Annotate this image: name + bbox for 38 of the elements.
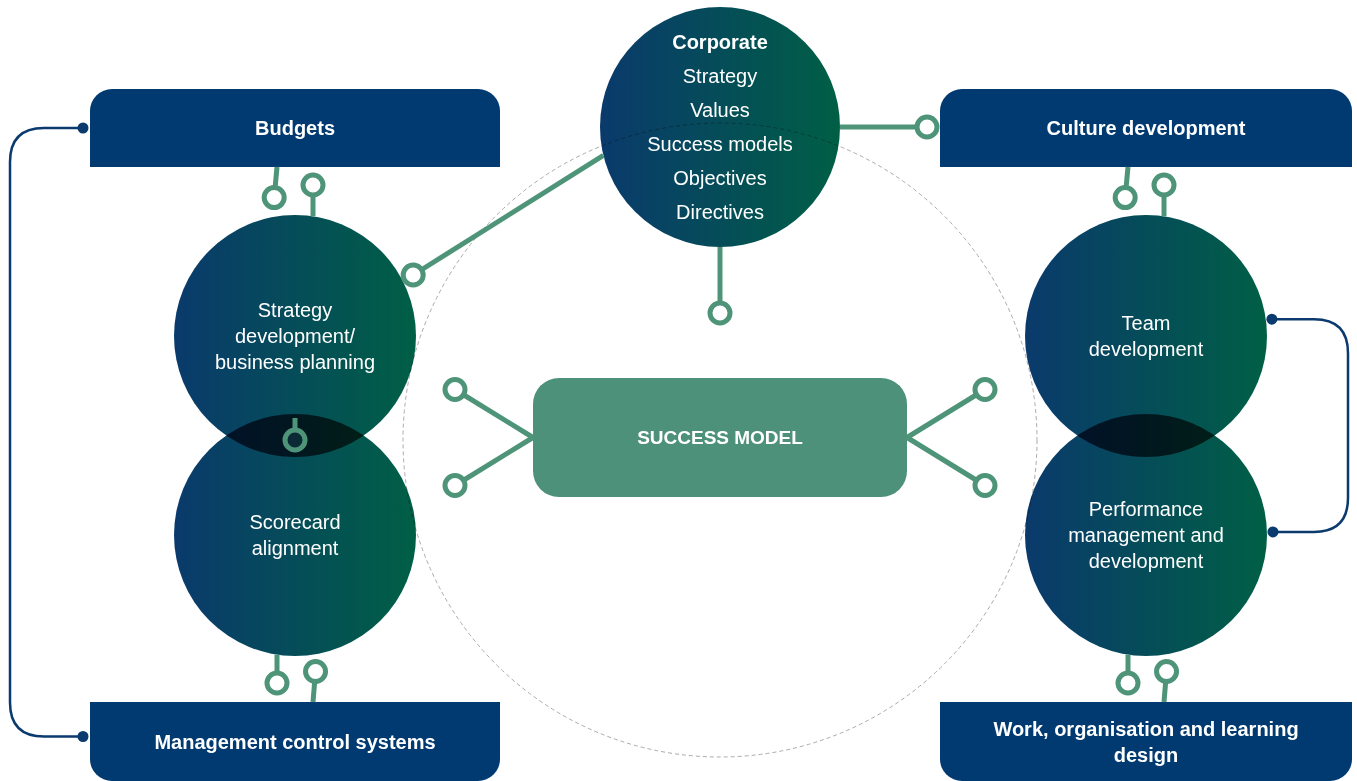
connector xyxy=(905,377,998,440)
circle-item: Values xyxy=(690,98,750,123)
circle-item: Objectives xyxy=(673,166,767,191)
connector xyxy=(8,122,89,742)
circle-heading: Corporate xyxy=(672,30,768,55)
connector xyxy=(1151,172,1177,217)
connector xyxy=(300,172,326,217)
box-label: Work, organisation and learning design xyxy=(992,716,1300,768)
circle-label: Strategy development/ business planning xyxy=(213,298,377,375)
connector xyxy=(442,377,535,440)
connector xyxy=(264,654,290,696)
footer-bar xyxy=(940,702,1352,781)
connector xyxy=(282,418,308,453)
box-label: Budgets xyxy=(255,116,335,141)
box-label: Culture development xyxy=(1046,116,1246,141)
connector xyxy=(1154,658,1180,703)
central-box xyxy=(533,378,907,497)
circle-item: Directives xyxy=(676,200,764,225)
connector xyxy=(1266,313,1350,538)
circle-item: Success models xyxy=(647,132,793,157)
connector xyxy=(303,658,329,703)
circle-label: Performance management and development xyxy=(1067,497,1225,574)
connector xyxy=(261,166,287,211)
connector xyxy=(1115,654,1141,696)
header-bar xyxy=(90,89,500,167)
connector xyxy=(707,247,733,326)
circle-label: Scorecard alignment xyxy=(248,510,342,561)
connector xyxy=(840,114,940,140)
circle-label: Team development xyxy=(1087,311,1205,362)
box-label: SUCCESS MODEL xyxy=(637,426,803,449)
connector xyxy=(1112,166,1138,211)
footer-bar xyxy=(90,702,500,781)
connector xyxy=(400,153,605,288)
header-bar xyxy=(940,89,1352,167)
connector xyxy=(442,435,535,498)
connector xyxy=(905,435,998,498)
box-label: Management control systems xyxy=(154,729,436,755)
circle-item: Strategy xyxy=(682,64,758,89)
